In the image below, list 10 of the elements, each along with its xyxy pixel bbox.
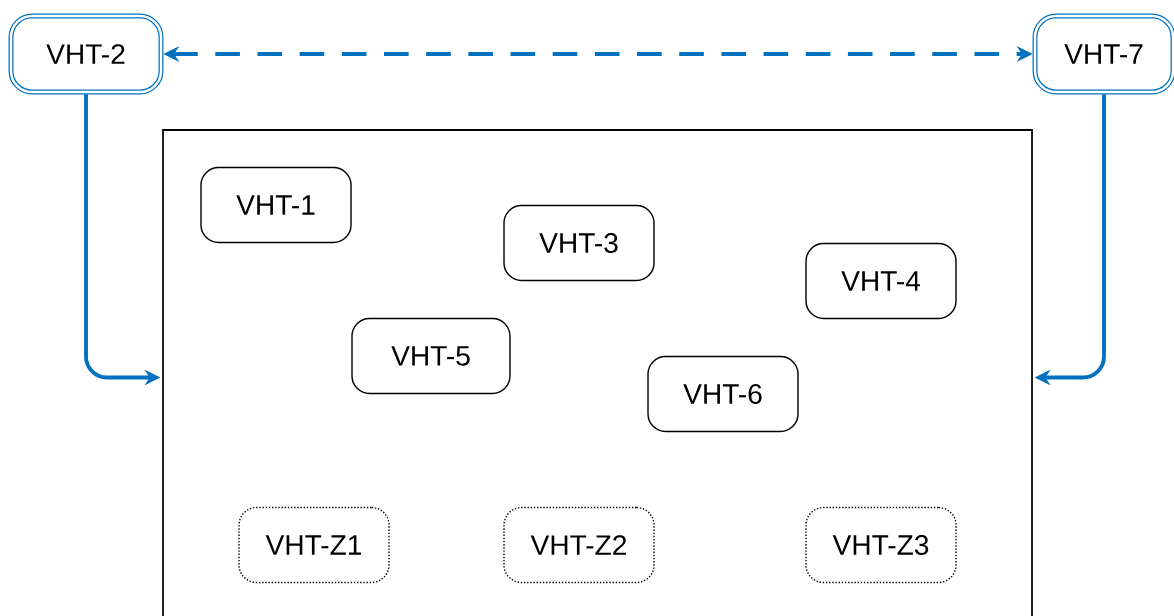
rounded-box: VHT-2	[8, 13, 164, 95]
dotted-box: VHT-Z3	[805, 506, 957, 584]
dotted-box: VHT-Z1	[238, 506, 390, 584]
rounded-box: VHT-5	[351, 317, 511, 395]
rounded-box: VHT-7	[1032, 13, 1174, 95]
rounded-box: VHT-6	[647, 355, 799, 433]
rounded-box: VHT-3	[503, 204, 655, 282]
rounded-box: VHT-1	[200, 166, 352, 244]
rounded-box: VHT-4	[805, 242, 957, 320]
dotted-box: VHT-Z2	[503, 506, 655, 584]
